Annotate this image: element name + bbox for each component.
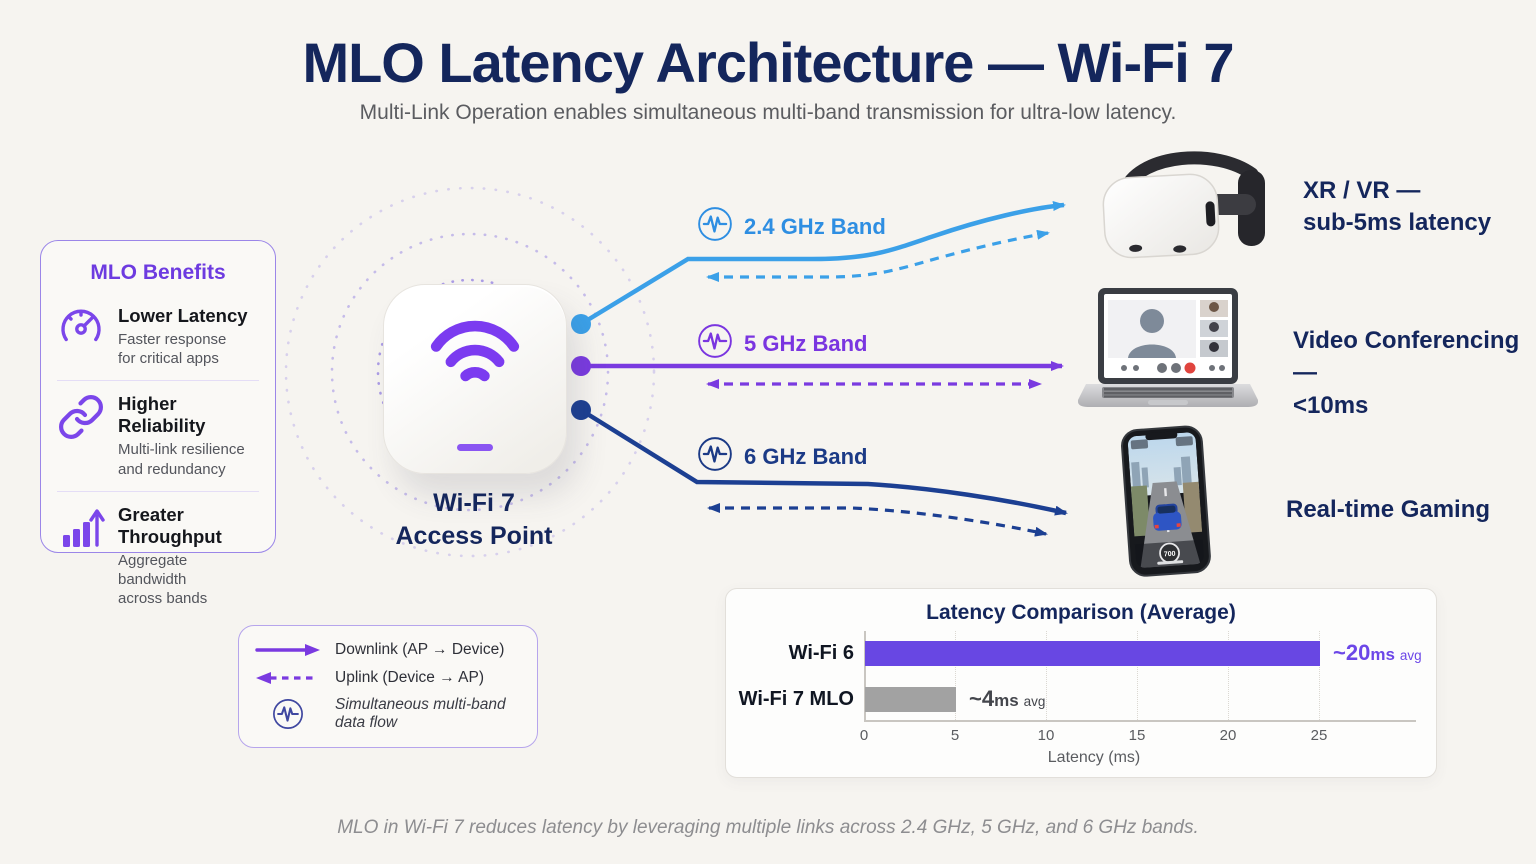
chart-x-axis-label: Latency (ms) — [1047, 749, 1141, 766]
ap-port-dots — [571, 314, 591, 420]
chart-tick: 5 — [950, 727, 960, 744]
latency-chart-card: Latency Comparison (Average) Wi-Fi 6 Wi-… — [725, 588, 1437, 778]
dashed-arrow-left-icon — [253, 670, 323, 686]
gauge-icon — [57, 305, 105, 358]
uplink-6ghz-line — [707, 503, 1048, 537]
waveform-icon — [697, 206, 733, 248]
benefit-lower-latency: Lower Latency Faster response for critic… — [57, 293, 259, 380]
benefits-panel-title: MLO Benefits — [90, 261, 226, 284]
chart-category-wifi7mlo: Wi-Fi 7 MLO — [738, 688, 854, 710]
chart-tick: 20 — [1219, 727, 1237, 744]
band-label-6ghz: 6 GHz Band — [697, 436, 867, 478]
bar-chart-icon — [57, 504, 105, 557]
chart-tick: 0 — [859, 727, 869, 744]
legend-box: Downlink (AP → Device) Uplink (Device → … — [238, 625, 538, 748]
wifi6-bar — [865, 640, 1320, 666]
page-title: MLO Latency Architecture — Wi-Fi 7 — [302, 31, 1234, 94]
legend-downlink: Downlink (AP → Device) — [253, 641, 523, 659]
waveform-icon — [697, 323, 733, 365]
wifi7mlo-bar — [865, 686, 956, 712]
footer-note: MLO in Wi-Fi 7 reduces latency by levera… — [337, 817, 1199, 838]
chart-tick: 15 — [1128, 727, 1146, 744]
laptop-video-conference-image — [1078, 288, 1258, 407]
legend-uplink: Uplink (Device → AP) — [253, 669, 523, 687]
smartphone-gaming-image: 700 — [1121, 425, 1211, 577]
band-label-5ghz: 5 GHz Band — [697, 323, 867, 365]
benefit-desc: Multi-link resilience and redundancy — [118, 441, 245, 478]
vr-headset-image — [1102, 151, 1265, 259]
benefit-desc: Aggregate bandwidth across bands — [118, 551, 208, 608]
access-point-label: Wi-Fi 7 Access Point — [395, 489, 553, 550]
legend-simultaneous: Simultaneous multi-band data flow — [253, 696, 523, 732]
benefit-desc: Faster response for critical apps — [118, 331, 227, 368]
band-5ghz-links — [581, 361, 1064, 389]
device-label-video-conferencing: Video Conferencing — <10ms — [1293, 327, 1520, 419]
chart-category-wifi6: Wi-Fi 6 — [788, 642, 854, 664]
page-subtitle: Multi-Link Operation enables simultaneou… — [359, 101, 1177, 124]
chart-x-axis — [864, 720, 1416, 722]
benefit-title: Lower Latency — [118, 305, 248, 326]
game-speed-badge: 700 — [1164, 551, 1176, 559]
wifi-icon — [420, 306, 530, 391]
chart-y-axis — [864, 631, 866, 721]
waveform-icon — [253, 698, 323, 730]
wifi7-access-point-device — [383, 284, 567, 474]
benefit-title: Higher Reliability — [118, 393, 206, 437]
mlo-benefits-panel: MLO Benefits Lower Latency Faster respon… — [40, 240, 276, 607]
benefit-title: Greater Throughput — [118, 503, 222, 547]
benefit-greater-throughput: Greater Throughput Aggregate bandwidth a… — [57, 490, 259, 621]
benefit-higher-reliability: Higher Reliability Multi-link resilience… — [57, 380, 259, 490]
band-label-2-4ghz: 2.4 GHz Band — [697, 206, 886, 248]
waveform-icon — [697, 436, 733, 478]
solid-arrow-right-icon — [253, 642, 323, 658]
device-label-xr-vr: XR / VR — sub-5ms latency — [1303, 177, 1492, 237]
chart-title: Latency Comparison (Average) — [926, 601, 1236, 624]
chain-link-icon — [57, 393, 105, 446]
ap-led-indicator — [457, 444, 493, 451]
device-label-gaming: Real-time Gaming — [1286, 496, 1491, 523]
chart-tick: 10 — [1037, 727, 1055, 744]
chart-tick: 25 — [1310, 727, 1328, 744]
